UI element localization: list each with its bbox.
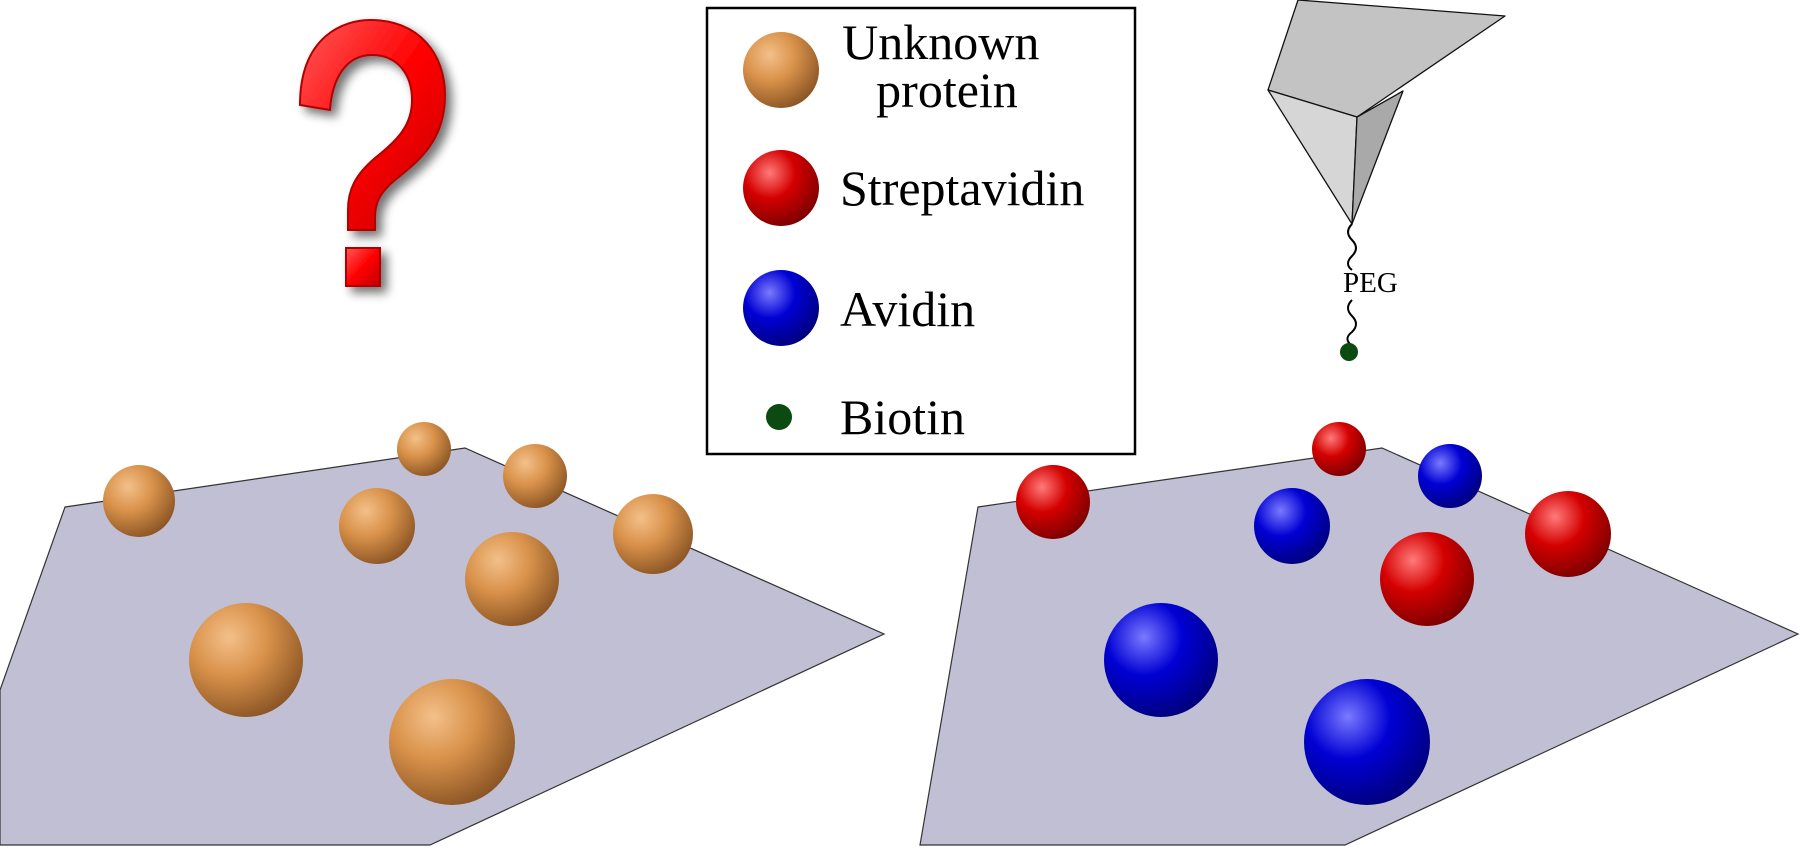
peg-label: PEG [1343,267,1398,299]
streptavidin-sphere [1312,422,1366,476]
streptavidin-sphere [1380,532,1474,626]
peg-linker-lower [1346,299,1357,345]
legend-biotin-label: Biotin [840,389,965,445]
unknown-protein-sphere [103,465,175,537]
avidin-sphere [1304,679,1430,805]
unknown-protein-sphere [389,679,515,805]
legend: Unknown protein Streptavidin Avidin Biot… [705,6,1137,456]
unknown-protein-sphere [465,532,559,626]
streptavidin-sphere [1016,465,1090,539]
afm-tip-icon [1267,0,1506,225]
legend-biotin-swatch [766,404,792,430]
unknown-protein-sphere [397,422,451,476]
question-mark-icon [298,18,447,287]
avidin-sphere [1418,444,1482,508]
avidin-sphere [1104,603,1218,717]
legend-avidin-label: Avidin [840,281,975,337]
legend-avidin-swatch [743,270,819,346]
known-protein-spheres [1016,422,1611,805]
legend-box [705,6,1137,456]
unknown-protein-sphere [613,494,693,574]
unknown-protein-spheres [103,422,693,805]
unknown-protein-sphere [189,603,303,717]
legend-streptavidin-label: Streptavidin [840,160,1084,216]
avidin-sphere [1254,488,1330,564]
streptavidin-sphere [1525,491,1611,577]
biotin-on-tip [1340,343,1358,361]
legend-streptavidin-swatch [743,150,819,226]
legend-unknown-label: Unknown protein [842,14,1052,118]
unknown-protein-sphere [339,488,415,564]
unknown-protein-sphere [503,444,567,508]
legend-unknown-swatch [743,32,819,108]
peg-linker [1347,223,1357,271]
